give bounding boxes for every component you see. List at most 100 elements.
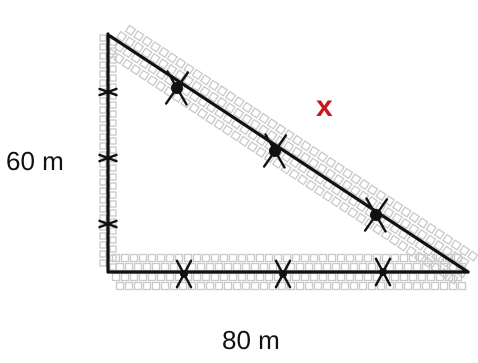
- vertical-side-label: 60 m: [6, 146, 64, 176]
- paving-tile: [165, 253, 175, 263]
- paving-tile: [433, 228, 446, 240]
- paving-tile: [355, 212, 367, 225]
- paving-tile: [363, 253, 373, 263]
- paving-tile: [424, 234, 437, 246]
- paving-tile: [205, 281, 215, 291]
- fence-post: [175, 259, 193, 289]
- paving-tile: [210, 253, 220, 263]
- paving-tile: [380, 229, 392, 241]
- vertical-side-paving: [99, 34, 117, 271]
- paving-tile: [109, 47, 117, 55]
- paving-tile: [241, 262, 251, 272]
- paving-tile: [223, 281, 233, 291]
- paving-tile: [255, 272, 265, 282]
- paving-tile: [375, 189, 387, 202]
- paving-tile: [304, 262, 314, 272]
- paving-tile: [146, 74, 159, 87]
- paving-tile: [109, 119, 117, 127]
- paving-tile: [318, 253, 328, 263]
- paving-tile: [228, 253, 238, 263]
- paving-tile: [333, 162, 345, 174]
- paving-tile: [99, 205, 107, 213]
- horizontal-side-label: 80 m: [222, 325, 280, 355]
- paving-tile: [99, 241, 107, 249]
- paving-tile: [174, 69, 186, 81]
- paving-tile: [321, 190, 334, 203]
- paving-tile: [205, 113, 217, 125]
- paving-tile: [149, 41, 162, 53]
- paving-tile: [221, 124, 234, 136]
- paving-tile: [394, 281, 404, 291]
- paving-tile: [99, 115, 107, 123]
- paving-tile: [223, 262, 233, 272]
- paving-tile: [232, 107, 245, 120]
- fence-posts: [98, 70, 392, 289]
- paving-tile: [430, 281, 440, 291]
- paving-tile: [325, 156, 337, 169]
- paving-tile: [309, 253, 319, 263]
- paving-tile: [109, 227, 117, 235]
- paving-tile: [400, 206, 412, 218]
- paving-tile: [367, 262, 377, 272]
- paving-tile: [99, 52, 107, 60]
- paving-tile: [433, 239, 445, 252]
- fence-post: [363, 197, 389, 233]
- paving-tile: [132, 41, 145, 54]
- paving-tile: [255, 253, 265, 263]
- paving-tile: [286, 281, 296, 291]
- paving-tile: [266, 129, 278, 142]
- paving-tile: [201, 253, 211, 263]
- paving-tile: [345, 272, 355, 282]
- paving-tile: [340, 262, 350, 272]
- paving-tile: [115, 262, 125, 272]
- paving-tile: [109, 245, 117, 253]
- paving-tile: [109, 236, 117, 244]
- paving-tile: [237, 253, 247, 263]
- paving-tile: [208, 79, 220, 92]
- paving-tile: [230, 130, 242, 142]
- paving-tile: [308, 145, 320, 158]
- paving-tile: [121, 58, 134, 70]
- paving-tile: [388, 234, 401, 247]
- paving-tile: [99, 196, 107, 204]
- paving-tile: [332, 173, 345, 186]
- paving-tile: [169, 262, 179, 272]
- paving-tile: [187, 281, 197, 291]
- paving-tile: [111, 253, 121, 263]
- paving-tile: [416, 217, 429, 229]
- paving-tile: [391, 200, 404, 213]
- paving-tile: [408, 272, 418, 282]
- paving-tile: [295, 281, 305, 291]
- paving-tile: [183, 253, 193, 263]
- paving-tile: [99, 43, 107, 51]
- paving-tile: [182, 74, 195, 87]
- paving-tile: [207, 91, 220, 103]
- paving-tile: [241, 101, 254, 114]
- paving-tile: [166, 52, 178, 64]
- fence-post: [274, 259, 292, 289]
- paving-tile: [390, 272, 400, 282]
- paving-tile: [349, 281, 359, 291]
- paving-tile: [232, 262, 242, 272]
- paving-tile: [120, 272, 130, 282]
- paving-tile: [115, 281, 125, 291]
- paving-tile: [216, 85, 229, 97]
- paving-tile: [313, 281, 323, 291]
- paving-tile: [372, 223, 384, 236]
- paving-tile: [340, 281, 350, 291]
- paving-tile: [331, 281, 341, 291]
- paving-tile: [296, 174, 309, 186]
- paving-tile: [391, 212, 403, 224]
- paving-tile: [99, 160, 107, 168]
- paving-tile: [199, 85, 211, 98]
- paving-tile: [385, 281, 395, 291]
- paving-tile: [341, 167, 354, 180]
- paving-tile: [376, 281, 386, 291]
- paving-tile: [336, 272, 346, 282]
- paving-tile: [412, 262, 422, 272]
- paving-tile: [283, 129, 295, 141]
- paving-tile: [439, 281, 449, 291]
- paving-tile: [327, 253, 337, 263]
- paving-tile: [99, 178, 107, 186]
- paving-tile: [99, 34, 107, 42]
